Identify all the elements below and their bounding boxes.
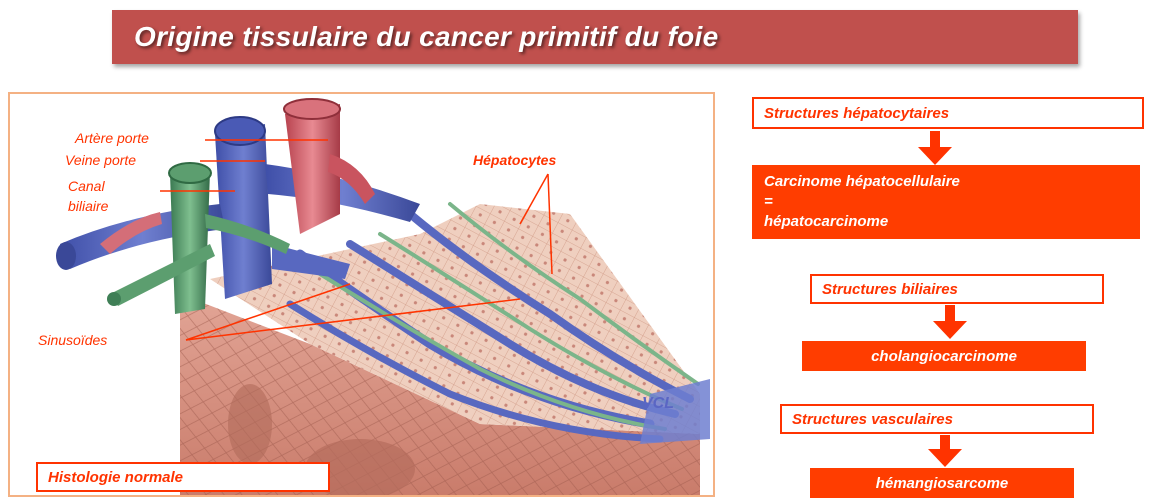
label-biliaire: biliaire (68, 198, 108, 214)
liver-lobule-diagram: Artère porte Veine porte Canal biliaire … (8, 92, 715, 497)
caption-histologie-normale: Histologie normale (36, 462, 330, 492)
portal-vein (215, 124, 272, 299)
arrow-down-icon (915, 131, 955, 167)
box-structures-vasculaires: Structures vasculaires (780, 404, 1094, 434)
page-title: Origine tissulaire du cancer primitif du… (112, 21, 719, 53)
arrow-down-icon (930, 305, 970, 341)
box-cholangiocarcinome: cholangiocarcinome (802, 341, 1086, 371)
label-canal: Canal (68, 178, 105, 194)
text-structures-vasculaires: Structures vasculaires (792, 411, 953, 428)
text-structures-hepatocytaires: Structures hépatocytaires (764, 105, 949, 122)
box-structures-hepatocytaires: Structures hépatocytaires (752, 97, 1144, 129)
box-hemangiosarcome: hémangiosarcome (810, 468, 1074, 498)
box-carcinome-hepatocellulaire: Carcinome hépatocellulaire = hépatocarci… (752, 165, 1140, 239)
text-cholangiocarcinome: cholangiocarcinome (871, 348, 1017, 365)
label-veine-porte: Veine porte (65, 152, 136, 168)
text-equals: = (764, 192, 773, 212)
label-artere-porte: Artère porte (75, 130, 149, 146)
label-hepatocytes: Hépatocytes (473, 152, 556, 168)
box-structures-biliaires: Structures biliaires (810, 274, 1104, 304)
arrow-down-icon (925, 435, 965, 469)
bile-duct (170, 172, 210, 314)
text-hemangiosarcome: hémangiosarcome (876, 475, 1009, 492)
label-vcl: VCL (642, 396, 674, 412)
text-structures-biliaires: Structures biliaires (822, 281, 958, 298)
label-sinusoides: Sinusoïdes (38, 332, 107, 348)
title-banner: Origine tissulaire du cancer primitif du… (112, 10, 1078, 64)
text-hepatocarcinome: hépatocarcinome (764, 212, 888, 232)
text-carcinome-hepatocellulaire: Carcinome hépatocellulaire (764, 172, 960, 192)
